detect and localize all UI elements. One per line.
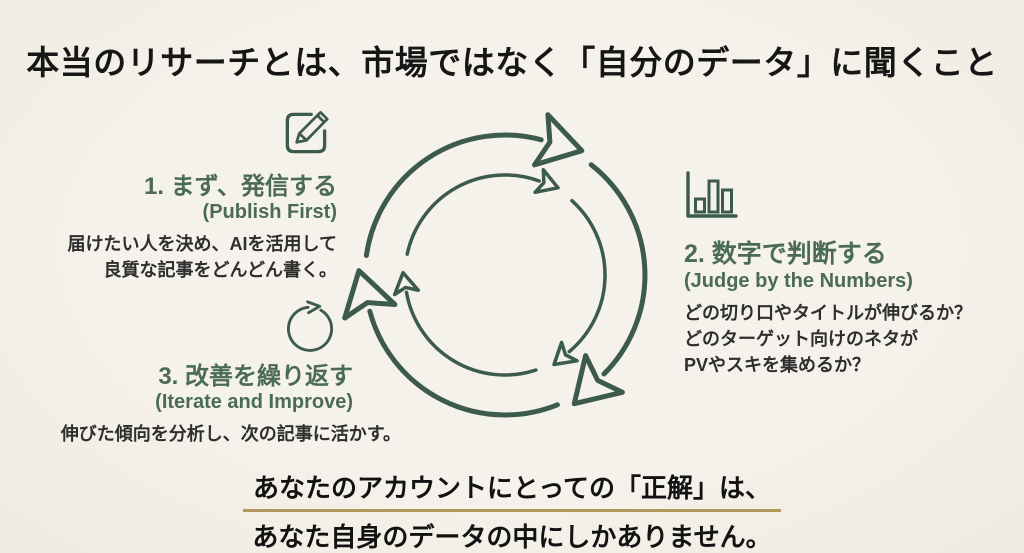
conclusion-line: あなた自身のデータの中にしかありません。 [242,517,781,553]
step-body-line: 伸びた傾向を分析し、次の記事に活かす。 [60,424,401,445]
step-body-line: どの切り口やタイトルが伸びるか？ [684,302,972,323]
step-body-line: どのターゲット向けのネタが [684,328,918,349]
step-description: どの切り口やタイトルが伸びるか？ どのターゲット向けのネタが PVやスキを集める… [684,300,972,378]
step-iterate-improve: 3. 改善を繰り返す (Iterate and Improve) 伸びた傾向を分… [61,363,401,447]
step-body-line: PVやスキを集めるか？ [684,354,871,375]
step-subheading: (Judge by the Numbers) [684,269,913,292]
conclusion-block: あなたのアカウントにとっての「正解」は、 あなた自身のデータの中にしかありません… [0,468,1024,553]
conclusion-line: あなたのアカウントにとっての「正解」は、 [243,468,781,512]
refresh-icon [287,300,334,352]
step-heading: 2. 数字で判断する [684,240,887,268]
cycle-arrows-icon [335,105,675,445]
step-body-line: 良質な記事をどんどん書く。 [103,260,337,281]
step-description: 届けたい人を決め、AIを活用して 良質な記事をどんどん書く。 [68,231,337,283]
page-title: 本当のリサーチとは、市場ではなく「自分のデータ」に聞くこと [26,44,998,81]
bar-chart-icon [686,171,738,218]
edit-icon [285,110,329,154]
step-description: 伸びた傾向を分析し、次の記事に活かす。 [61,421,401,447]
step-subheading: (Iterate and Improve) [155,391,353,414]
step-body-line: 届けたい人を決め、AIを活用して [67,234,337,255]
step-heading: 3. 改善を繰り返す [158,363,353,390]
step-heading: 1. まず、発信する [143,173,337,200]
step-publish-first: 1. まず、発信する (Publish First) 届けたい人を決め、AIを活… [68,173,337,284]
step-subheading: (Publish First) [202,201,337,224]
step-judge-by-numbers: 2. 数字で判断する (Judge by the Numbers) どの切り口や… [684,240,972,378]
